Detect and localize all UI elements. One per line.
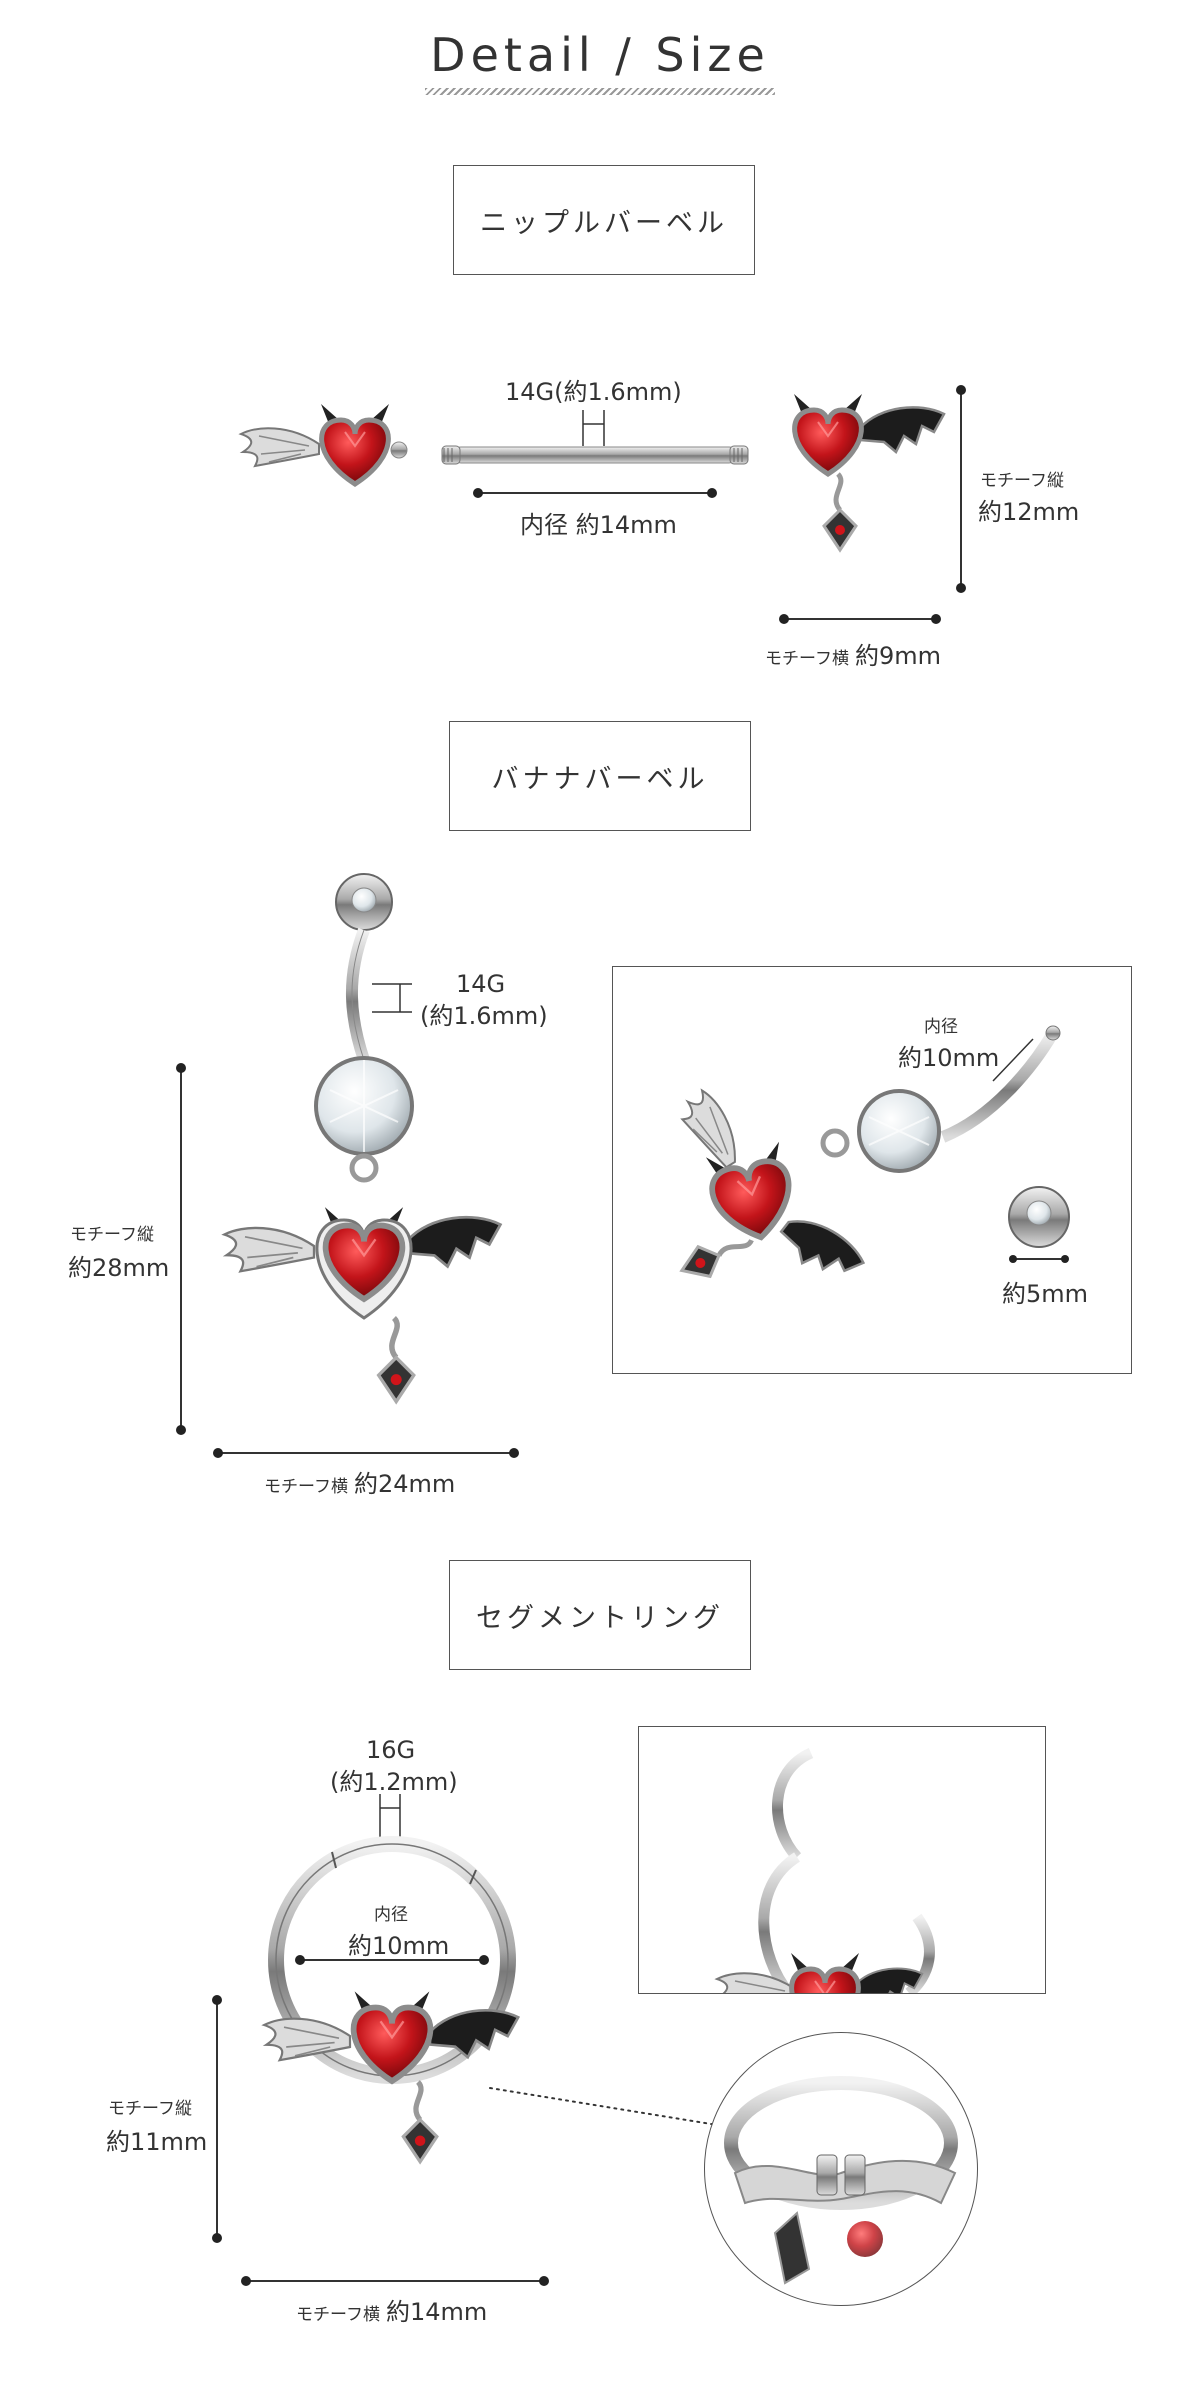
nipple-motif-width-value: 約9mm: [854, 642, 942, 670]
banana-motif-width-value: 約24mm: [353, 1470, 456, 1498]
segment-motif-width-value: 約14mm: [385, 2298, 488, 2326]
banana-gauge-label-2: (約1.6mm): [420, 1002, 548, 1030]
banana-motif-height-title: モチーフ縦: [70, 1225, 154, 1245]
segment-motif-height-value: 約11mm: [106, 2128, 208, 2156]
nipple-inner-dimension-line: [473, 488, 717, 498]
segment-motif-height-line: [212, 1995, 222, 2243]
nipple-motif-right: [770, 394, 946, 600]
segment-gauge-label-2: (約1.2mm): [330, 1768, 458, 1796]
segment-gauge-label-1: 16G: [366, 1736, 416, 1764]
segment-gauge-marker: [379, 1794, 401, 1838]
segment-zoom-illustration: [724, 2076, 958, 2285]
segment-ring-product: [263, 1836, 520, 2250]
section-title-segment-ring: セグメントリング: [449, 1560, 751, 1670]
nipple-inner-label: 内径 約14mm: [520, 511, 677, 539]
banana-inner-value: 約10mm: [898, 1044, 1000, 1072]
banana-detail-illustration: [613, 1025, 1070, 1294]
nipple-motif-height-value: 約12mm: [978, 498, 1080, 526]
nipple-motif-width-title: モチーフ横: [765, 649, 849, 669]
nipple-gauge-marker: [582, 410, 605, 446]
banana-gauge-label-1: 14G: [456, 970, 506, 998]
segment-open-illustration: [716, 1747, 935, 1993]
banana-inner-label: 内径: [924, 1017, 958, 1037]
nipple-motif-height-title: モチーフ縦: [980, 471, 1064, 491]
nipple-motif-width-line: [779, 614, 941, 624]
banana-ball-size: 約5mm: [1002, 1280, 1089, 1308]
segment-open-photo: [638, 1726, 1046, 1994]
segment-zoom-leader: [489, 2087, 749, 2131]
banana-gauge-marker: [372, 983, 412, 1013]
segment-inner-value: 約10mm: [348, 1932, 450, 1960]
segment-motif-height-title: モチーフ縦: [108, 2099, 192, 2119]
section-title-banana-barbell: バナナバーベル: [449, 721, 751, 831]
banana-motif-width-title: モチーフ横: [264, 1477, 348, 1497]
nipple-gauge-label: 14G(約1.6mm): [505, 378, 682, 406]
segment-motif-width-title: モチーフ横: [296, 2305, 380, 2325]
nipple-motif-left: [240, 404, 408, 510]
segment-inner-label: 内径: [374, 1905, 408, 1925]
title-underline: [425, 88, 775, 95]
section-title-nipple-barbell: ニップルバーベル: [453, 165, 755, 275]
page-title: Detail / Size: [430, 28, 770, 82]
banana-detail-photo: [612, 966, 1132, 1374]
banana-barbell-product: [223, 873, 502, 1428]
segment-zoom-circle: [704, 2032, 978, 2306]
nipple-motif-height-line: [956, 385, 966, 593]
banana-motif-height-value: 約28mm: [68, 1254, 170, 1282]
nipple-barbell-bar: [441, 445, 749, 465]
banana-motif-width-line: [213, 1448, 519, 1458]
banana-motif-height-line: [176, 1063, 186, 1435]
segment-motif-width-line: [241, 2276, 549, 2286]
